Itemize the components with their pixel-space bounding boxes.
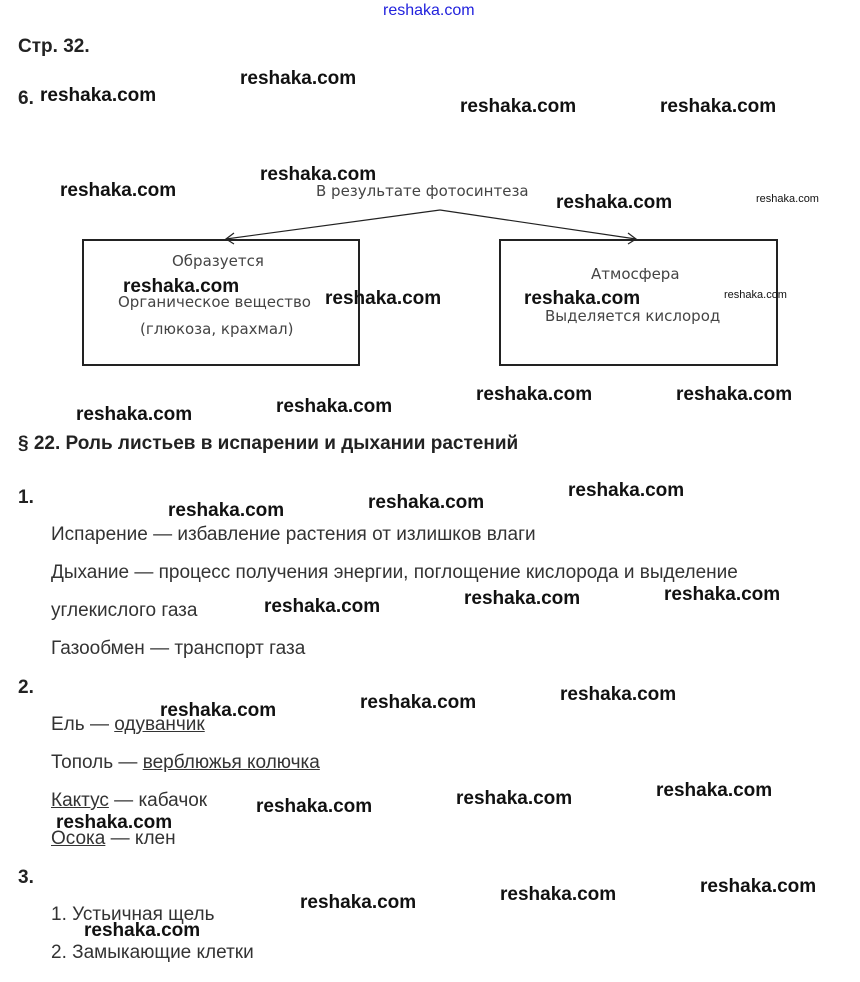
watermark: reshaka.com xyxy=(476,384,593,405)
arrow-left xyxy=(225,209,441,240)
watermark: reshaka.com xyxy=(464,588,581,609)
watermark: reshaka.com xyxy=(664,584,781,605)
box-atmosphere xyxy=(499,239,778,366)
q3-line: 2. Замыкающие клетки xyxy=(51,942,254,963)
q1-line: углекислого газа xyxy=(51,600,198,621)
watermark: reshaka.com xyxy=(160,700,277,721)
watermark: reshaka.com xyxy=(700,876,817,897)
watermark: reshaka.com xyxy=(260,164,377,185)
watermark: reshaka.com xyxy=(676,384,793,405)
box-left-line1: Образуется xyxy=(172,252,264,270)
diagram-title: В результате фотосинтеза xyxy=(316,182,529,200)
q2-pair: Кактус — кабачок xyxy=(51,790,208,811)
watermark: reshaka.com xyxy=(368,492,485,513)
q2-number: 2. xyxy=(18,677,34,698)
watermark: reshaka.com xyxy=(168,500,285,521)
watermark: reshaka.com xyxy=(256,796,373,817)
watermark: reshaka.com xyxy=(76,404,193,425)
box-left-line2: Органическое вещество xyxy=(118,293,311,311)
watermark: reshaka.com xyxy=(325,288,442,309)
box-right-line2: Выделяется кислород xyxy=(545,307,721,325)
box-left-line3: (глюкоза, крахмал) xyxy=(140,320,294,338)
watermark: reshaka.com xyxy=(724,289,787,301)
watermark: reshaka.com xyxy=(40,85,157,106)
watermark: reshaka.com xyxy=(560,684,677,705)
watermark: reshaka.com xyxy=(276,396,393,417)
q1-line: Газообмен — транспорт газа xyxy=(51,638,306,659)
watermark: reshaka.com xyxy=(568,480,685,501)
box-organic-matter xyxy=(82,239,360,366)
q2-pair: Тополь — верблюжья колючка xyxy=(51,752,320,773)
watermark: reshaka.com xyxy=(84,920,201,941)
watermark: reshaka.com xyxy=(460,96,577,117)
watermark-link[interactable]: reshaka.com xyxy=(383,2,475,19)
watermark: reshaka.com xyxy=(756,193,819,205)
task-6-number: 6. xyxy=(18,88,34,109)
q3-line: 1. Устьичная щель xyxy=(51,904,215,925)
watermark: reshaka.com xyxy=(56,812,173,833)
q2-pair: Ель — одуванчик xyxy=(51,714,205,735)
watermark: reshaka.com xyxy=(524,288,641,309)
watermark: reshaka.com xyxy=(456,788,573,809)
diagram-arrows xyxy=(224,209,638,245)
q1-line: Испарение — избавление растения от излиш… xyxy=(51,524,536,545)
q3-number: 3. xyxy=(18,867,34,888)
watermark: reshaka.com xyxy=(656,780,773,801)
watermark: reshaka.com xyxy=(500,884,617,905)
watermark: reshaka.com xyxy=(60,180,177,201)
watermark: reshaka.com xyxy=(300,892,417,913)
watermark: reshaka.com xyxy=(556,192,673,213)
watermark: reshaka.com xyxy=(660,96,777,117)
watermark: reshaka.com xyxy=(240,68,357,89)
watermark: reshaka.com xyxy=(264,596,381,617)
q2-pair: Осока — клен xyxy=(51,828,176,849)
watermark: reshaka.com xyxy=(123,276,240,297)
section-title: § 22. Роль листьев в испарении и дыхании… xyxy=(18,433,519,454)
page-label: Стр. 32. xyxy=(18,36,90,57)
q1-line: Дыхание — процесс получения энергии, пог… xyxy=(51,562,738,583)
box-right-line1: Атмосфера xyxy=(591,265,680,283)
arrow-right xyxy=(439,209,637,240)
q1-number: 1. xyxy=(18,487,34,508)
watermark: reshaka.com xyxy=(360,692,477,713)
